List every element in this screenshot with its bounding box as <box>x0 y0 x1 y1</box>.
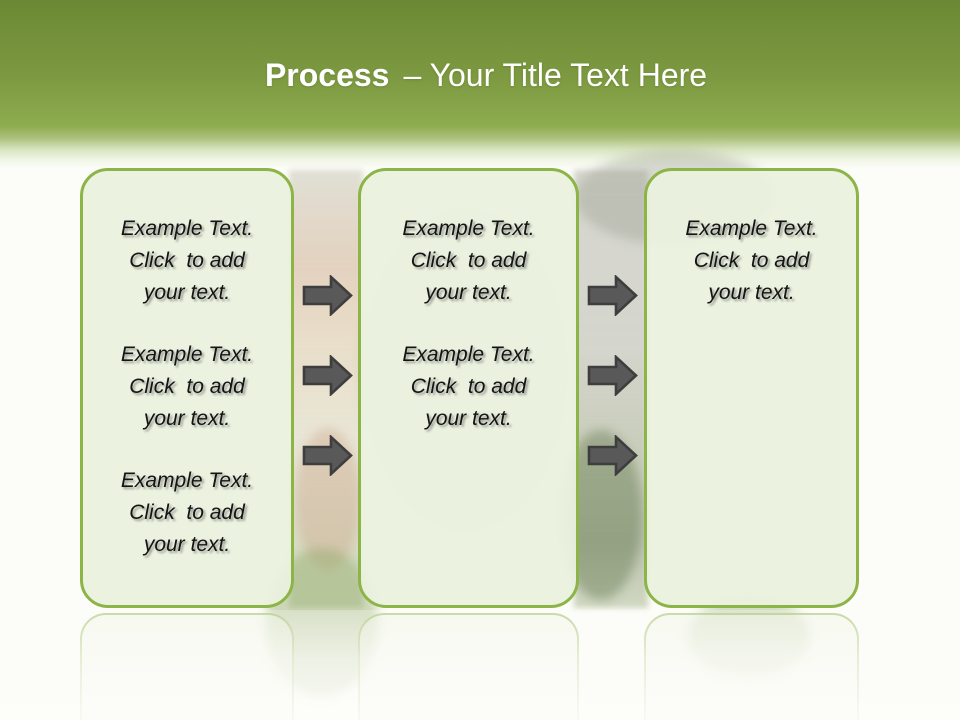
right-arrow-icon <box>302 435 353 476</box>
slide-title-text: – Your Title Text Here <box>403 57 708 93</box>
right-arrow-icon <box>302 275 353 316</box>
reflection-fade-overlay <box>0 610 960 720</box>
background-photo-strip <box>289 170 363 608</box>
slide-title[interactable]: Process – Your Title Text Here <box>12 0 960 94</box>
right-arrow-icon <box>302 355 353 396</box>
header-gradient-band <box>0 0 960 168</box>
background-photo-strip <box>574 170 648 608</box>
right-arrow-icon <box>587 275 638 316</box>
right-arrow-icon <box>587 435 638 476</box>
slide-title-keyword: Process <box>264 57 390 93</box>
right-arrow-icon <box>587 355 638 396</box>
